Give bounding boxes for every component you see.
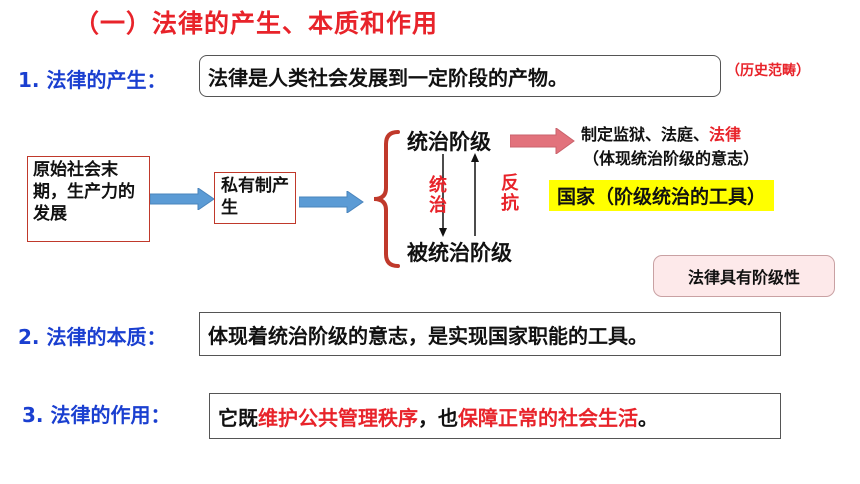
section3-mid: ，也 (418, 405, 458, 430)
origin-box: 原始社会末期，生产力的发展 (27, 156, 150, 242)
history-category-note: （历史范畴） (726, 63, 810, 79)
rule-arrow-head (439, 228, 447, 237)
section1-content: 法律是人类社会发展到一定阶段的产物。 (208, 65, 568, 90)
section3-label: 3. 法律的作用： (22, 403, 171, 427)
section3-content-box: 它既维护公共管理秩序，也保障正常的社会生活。 (209, 393, 781, 439)
result-line: 制定监狱、法庭、法律 (581, 121, 741, 145)
result-sub: （体现统治阶级的意志） (583, 149, 760, 168)
resist-label: 反抗 (501, 173, 519, 214)
section1-content-box: 法律是人类社会发展到一定阶段的产物。 (199, 55, 721, 97)
section3-red-2: 保障正常的社会生活 (458, 405, 638, 430)
rule-label: 统治 (429, 175, 447, 216)
result-highlight: 法律 (709, 125, 742, 144)
arrow-shape (299, 191, 364, 213)
arrow-shape (510, 128, 575, 154)
result-prefix: 制定监狱、法庭、 (581, 125, 710, 144)
state-label: 国家（阶级统治的工具） (549, 180, 775, 211)
section3-prefix: 它既 (218, 405, 258, 430)
section2-label: 2. 法律的本质： (18, 325, 167, 349)
arrow-private-to-classes (299, 191, 364, 213)
rule-arrow-down (439, 154, 447, 237)
private-ownership-text: 私有制产生 (221, 176, 289, 218)
private-ownership-box: 私有制产生 (214, 172, 296, 224)
section2-content: 体现着统治阶级的意志，是实现国家职能的工具。 (208, 323, 648, 348)
resist-arrow-up (471, 153, 479, 236)
section2-content-box: 体现着统治阶级的意志，是实现国家职能的工具。 (199, 312, 781, 356)
page-title: （一）法律的产生、本质和作用 (74, 9, 439, 38)
bracket-path (373, 130, 400, 268)
callout-text: 法律具有阶级性 (687, 268, 800, 287)
section3-suffix: 。 (638, 405, 658, 430)
section3-red-1: 维护公共管理秩序 (258, 405, 418, 430)
arrow-shape (150, 188, 215, 210)
arrow-ruling-to-state (510, 128, 575, 154)
origin-text: 原始社会末期，生产力的发展 (33, 160, 135, 224)
section1-label: 1. 法律的产生： (18, 68, 167, 92)
ruled-class: 被统治阶级 (407, 241, 512, 265)
class-nature-callout: 法律具有阶级性 (653, 255, 835, 297)
class-bracket (373, 130, 400, 268)
resist-arrow-head (471, 153, 479, 162)
ruling-class: 统治阶级 (407, 130, 491, 154)
arrow-origin-to-private (150, 188, 215, 210)
